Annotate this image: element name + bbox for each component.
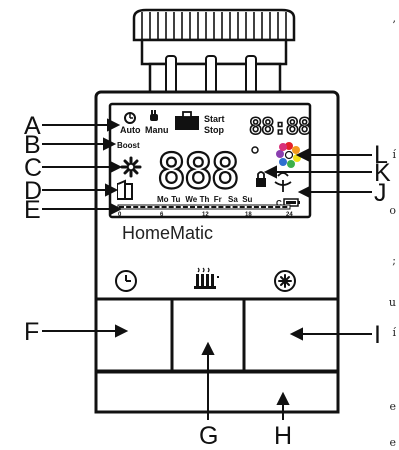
time-scale-segment: [225, 206, 231, 208]
page-edge-char: ;: [392, 254, 396, 267]
time-scale-segment: [133, 206, 139, 208]
time-scale-tick-label: 6: [160, 212, 164, 218]
auto-label: Auto: [120, 125, 141, 135]
time-scale-tick-label: 0: [118, 212, 122, 218]
callout-j: J: [374, 179, 387, 207]
time-scale-segment: [182, 206, 188, 208]
time-scale-bar: [117, 204, 291, 210]
callout-h: H: [274, 422, 292, 450]
callout-d: D: [24, 177, 42, 205]
snowflake-icon: [120, 156, 142, 178]
lock-icon: [256, 171, 266, 187]
weekday-label: Sa: [228, 195, 238, 204]
time-scale-segment: [140, 206, 146, 208]
callout-e: E: [24, 196, 41, 224]
time-scale-segment: [168, 206, 174, 208]
callout-b: B: [24, 131, 41, 159]
degree-symbol: [251, 146, 259, 154]
callout-c: C: [24, 154, 42, 182]
page-edge-char: í: [392, 148, 396, 161]
time-scale-segment: [261, 206, 266, 208]
holiday-suitcase-icon: [175, 111, 199, 130]
time-scale-segment: [197, 206, 203, 208]
time-scale-segment: [119, 206, 124, 208]
time-scale-segment: [161, 206, 167, 208]
weekday-label: Su: [242, 195, 252, 204]
hand-icon: [150, 110, 158, 121]
time-scale-segment: [147, 206, 153, 208]
callout-g: G: [199, 422, 218, 450]
page-edge-char: e: [389, 436, 396, 449]
boost-radiator-icon: [194, 267, 219, 289]
callout-l: L: [374, 141, 388, 169]
time-scale-tick-label: 24: [286, 212, 293, 218]
clock-button-icon: [115, 270, 137, 292]
time-scale-segment: [218, 206, 224, 208]
weekday-label: We: [185, 195, 197, 204]
time-scale-ticks: 0 6 12 18 24: [118, 212, 293, 218]
page-edge-char: u: [388, 296, 396, 309]
time-scale-segment: [126, 206, 132, 208]
bottom-wheel[interactable]: [94, 370, 340, 414]
comfort-eco-button-icon: [274, 270, 296, 292]
page-edge-char: í: [392, 326, 396, 339]
left-button[interactable]: [94, 297, 174, 373]
page-edge-char: ,: [392, 12, 397, 25]
callout-a: A: [24, 112, 41, 140]
battery-label: C: [276, 199, 282, 208]
time-scale-segment: [154, 206, 160, 208]
clock-digits: 88:88: [249, 115, 310, 140]
time-scale-segment: [239, 206, 245, 208]
time-scale-segment: [253, 206, 259, 208]
time-scale-tick-label: 12: [202, 212, 209, 218]
stop-label: Stop: [204, 125, 224, 135]
time-scale-segment: [282, 206, 288, 208]
time-scale-segment: [275, 206, 281, 208]
time-scale-segment: [175, 206, 181, 208]
time-scale-segment: [232, 206, 238, 208]
lcd-display: Auto Manu Start Stop 88:88 Boost 888: [108, 102, 312, 219]
page-edge-char: e: [389, 400, 396, 413]
battery-icon: C: [276, 198, 300, 208]
weekday-label: Tu: [171, 195, 180, 204]
clock-icon: [124, 112, 136, 124]
page-edge-char: o: [389, 204, 396, 217]
weekday-label: Mo: [157, 195, 169, 204]
callout-lines: [42, 118, 372, 420]
window-open-icon: [117, 179, 133, 200]
time-scale-segment: [246, 206, 252, 208]
time-scale-segment: [211, 206, 217, 208]
manu-label: Manu: [145, 125, 169, 135]
boost-label: Boost: [117, 141, 140, 150]
weekday-label: Fr: [214, 195, 222, 204]
callout-k: K: [374, 159, 391, 187]
callout-i: I: [374, 321, 381, 349]
time-scale-segment: [190, 206, 195, 208]
time-scale-segment: [268, 206, 274, 208]
callout-f: F: [24, 318, 39, 346]
brand-logo: HomeMatic: [122, 223, 213, 243]
start-label: Start: [204, 114, 225, 124]
weekday-label: Th: [200, 195, 210, 204]
time-scale-tick-label: 18: [245, 212, 252, 218]
time-scale-segment: [204, 206, 210, 208]
temperature-digits: 888: [157, 144, 238, 200]
